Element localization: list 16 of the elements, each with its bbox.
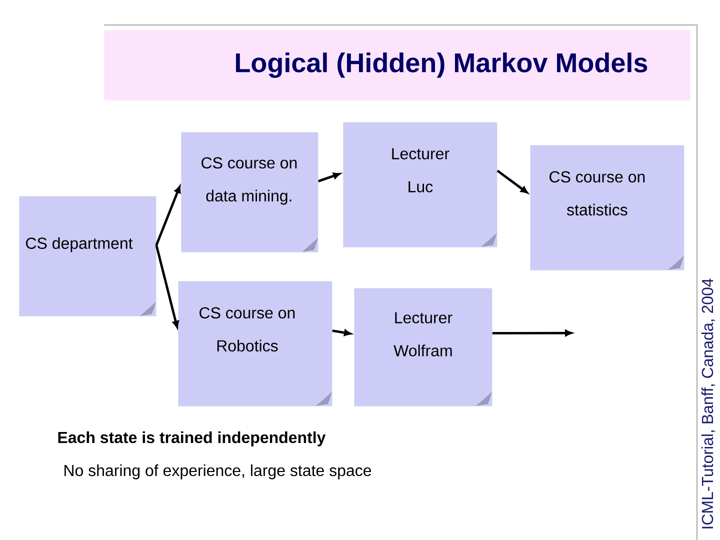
title-banner: Logical (Hidden) Markov Models bbox=[104, 30, 690, 100]
sticky-note: CS course on statistics bbox=[530, 145, 684, 270]
arrow bbox=[496, 170, 528, 194]
note-text: No sharing of experience, large state space bbox=[64, 464, 372, 480]
sticky-note: CS department bbox=[19, 196, 156, 316]
arrow bbox=[332, 330, 352, 336]
arrow bbox=[155, 186, 181, 246]
arrow bbox=[155, 244, 179, 328]
bold-note: Each state is trained independently bbox=[58, 431, 326, 446]
footer-text: ICML-Tutorial, Banff, Canada, 2004 bbox=[701, 278, 716, 528]
arrow bbox=[318, 172, 340, 182]
sticky-note: Lecturer Luc bbox=[343, 122, 498, 248]
sticky-note: CS course on Robotics bbox=[178, 281, 332, 406]
arrow bbox=[492, 330, 572, 336]
sticky-note: Lecturer Wolfram bbox=[354, 288, 492, 406]
sticky-note: CS course on data mining. bbox=[181, 132, 318, 252]
